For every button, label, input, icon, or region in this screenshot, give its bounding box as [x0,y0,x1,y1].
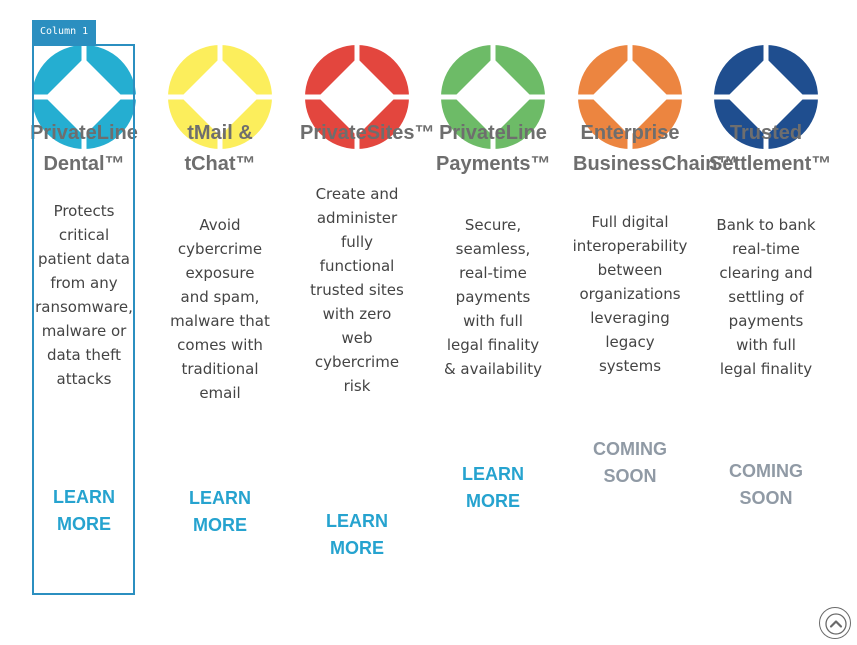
description-line: administer [316,209,398,227]
cta-line: COMING [729,461,803,481]
product-title-line: Payments™ [436,153,551,175]
product-title-line: tChat™ [184,153,256,175]
product-title-line: PrivateSites™ [300,122,435,144]
quadrant-circle-icon [31,44,137,150]
selected-column-outline [32,44,135,595]
quadrant-circle-icon [713,44,819,150]
product-description: Secure, seamless, real-time payments with fu… [432,213,554,381]
learn-more-link[interactable]: LEARN MORE [436,461,550,515]
description-line: & availability [443,360,543,378]
learn-more-link[interactable]: LEARN MORE [27,484,141,538]
description-line: attacks [56,370,112,388]
description-line: data theft [46,346,122,364]
description-line: Full digital [591,213,669,231]
description-line: leveraging [590,309,670,327]
cta-line: LEARN [462,464,524,484]
cta-line: MORE [193,515,247,535]
chevron-up-icon [825,613,847,635]
cta-line: LEARN [326,511,388,531]
product-title-line: PrivateLine [439,122,547,144]
product-title: tMail & tChat™ [163,118,277,180]
description-line: cybercrime [177,240,263,258]
quadrant-circle-icon [440,44,546,150]
description-line: email [199,384,241,402]
description-line: payments [455,288,531,306]
description-line: with zero [322,305,392,323]
cta-line: LEARN [53,487,115,507]
description-line: seamless, [455,240,531,258]
product-description: Protects critical patient data from any rans… [23,199,145,391]
description-line: malware that [170,312,270,330]
description-line: legal finality [719,360,813,378]
description-line: organizations [579,285,681,303]
coming-soon-label: COMING SOON [573,436,687,490]
product-description: Avoid cybercrime exposure and spam, malware … [159,213,281,405]
description-line: Create and [315,185,399,203]
product-description: Create and administer fully functional trust… [296,182,418,398]
learn-more-link[interactable]: LEARN MORE [163,485,277,539]
cta-line: LEARN [189,488,251,508]
description-line: interoperability [572,237,688,255]
description-line: ransomware, [35,298,133,316]
quadrant-circle-icon [304,44,410,150]
description-line: critical [58,226,110,244]
description-line: Bank to bank [716,216,816,234]
product-title-line: Settlement™ [709,153,832,175]
column-label-tag: Column 1 [32,20,97,44]
scroll-to-top-button[interactable] [819,607,851,639]
description-line: comes with [177,336,263,354]
cta-line: SOON [603,466,657,486]
product-title-line: tMail & [187,122,253,144]
description-line: payments [728,312,804,330]
description-line: web [341,329,373,347]
product-title-line: PrivateLine [30,122,138,144]
description-line: systems [598,357,662,375]
description-line: fully [341,233,373,251]
description-line: from any [50,274,118,292]
description-line: malware or [41,322,127,340]
description-line: Protects [53,202,115,220]
description-line: real-time [459,264,527,282]
description-line: Secure, [464,216,522,234]
quadrant-circle-icon [167,44,273,150]
description-line: risk [343,377,371,395]
description-line: functional [319,257,395,275]
coming-soon-label: COMING SOON [709,458,823,512]
product-description: Full digital interoperability between organ… [569,210,691,378]
description-line: legal finality [446,336,540,354]
product-title-line: Trusted [729,122,803,144]
product-description: Bank to bank real-time clearing and settlin… [705,213,827,381]
description-line: trusted sites [310,281,404,299]
description-line: real-time [732,240,800,258]
product-title-line: BusinessChain™ [573,153,738,175]
description-line: with full [463,312,523,330]
description-line: Avoid [199,216,241,234]
description-line: patient data [38,250,130,268]
cta-line: SOON [739,488,793,508]
quadrant-circle-icon [577,44,683,150]
description-line: with full [736,336,796,354]
description-line: traditional [181,360,259,378]
cta-line: MORE [466,491,520,511]
description-line: cybercrime [314,353,400,371]
description-line: settling of [728,288,804,306]
product-title-line: Dental™ [43,153,125,175]
cta-line: COMING [593,439,667,459]
description-line: and spam, [180,288,260,306]
description-line: exposure [185,264,255,282]
cta-line: MORE [57,514,111,534]
learn-more-link[interactable]: LEARN MORE [300,508,414,562]
product-title: PrivateSites™ [300,118,435,149]
cta-line: MORE [330,538,384,558]
description-line: clearing and [719,264,813,282]
description-line: legacy [605,333,655,351]
product-title-line: Enterprise [580,122,680,144]
description-line: between [597,261,663,279]
